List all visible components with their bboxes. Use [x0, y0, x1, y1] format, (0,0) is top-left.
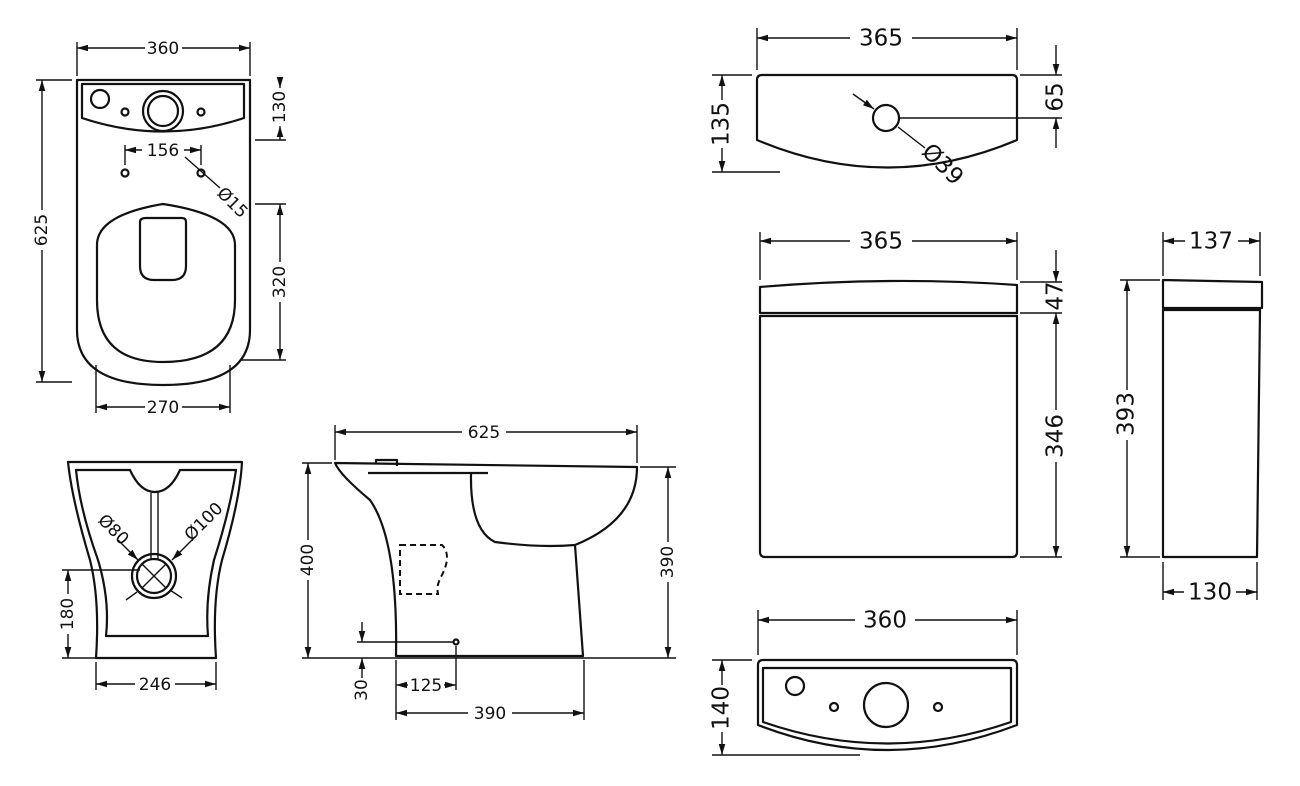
- dim-seat-length: 320: [270, 266, 290, 298]
- dim-side-height: 400: [298, 544, 318, 576]
- cistern-side-view: 137 393 130: [1114, 229, 1264, 606]
- dim-cistern-top-width: 365: [859, 26, 903, 52]
- dim-rim-height: 390: [658, 546, 678, 578]
- dim-plan-width: 360: [147, 39, 179, 59]
- dim-hole-offset: 65: [1043, 82, 1069, 111]
- side-view: 625 400 390 30 125 390: [298, 423, 678, 724]
- dim-side-height: 393: [1114, 392, 1140, 436]
- rear-view: Ø80 Ø100 180 246: [58, 460, 244, 695]
- dim-base-length: 390: [474, 704, 506, 724]
- dim-fixing-height: 30: [352, 679, 372, 701]
- dim-seat-width: 270: [147, 398, 179, 418]
- dim-fixing-offset: 125: [410, 676, 442, 696]
- cistern-top-view: Ø39 365 135 65: [709, 26, 1069, 191]
- dim-fixing-hole: Ø15: [213, 184, 252, 223]
- dim-outlet-small: Ø80: [94, 511, 133, 550]
- dim-base-width: 360: [863, 608, 907, 634]
- dim-lid-height: 47: [1043, 281, 1069, 310]
- dim-cistern-depth: 135: [709, 102, 735, 146]
- dim-side-length: 625: [468, 423, 500, 443]
- dim-cistern-front-width: 365: [859, 229, 903, 255]
- plan-view: 360 625 130 156 Ø15 320 270: [32, 39, 290, 418]
- dim-base-width: 246: [139, 675, 171, 695]
- dim-body-height: 346: [1043, 414, 1069, 458]
- dim-plan-length: 625: [32, 214, 52, 246]
- dim-fixing-centres: 156: [147, 141, 179, 161]
- dim-side-top-depth: 137: [1189, 229, 1233, 255]
- dim-outlet-height: 180: [58, 598, 78, 630]
- cistern-front-view: 365 47 346: [758, 229, 1069, 559]
- dim-side-bottom-depth: 130: [1188, 580, 1232, 606]
- cistern-base-view: 360 140: [709, 608, 1019, 756]
- dim-tank-depth: 130: [270, 91, 290, 123]
- dim-base-depth: 140: [709, 686, 735, 730]
